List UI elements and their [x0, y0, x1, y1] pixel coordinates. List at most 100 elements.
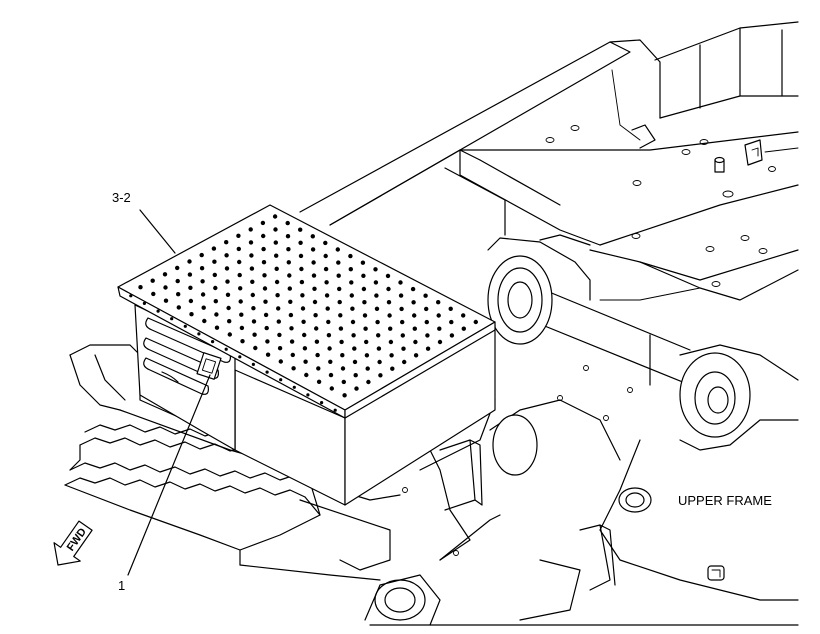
upper-frame-label: UPPER FRAME	[678, 493, 772, 508]
lid-hole	[349, 293, 354, 298]
lid-hole	[361, 286, 367, 292]
lid-hole	[449, 333, 455, 338]
lid-hole	[300, 306, 306, 311]
lid-hole	[425, 333, 430, 338]
lid-hole	[275, 293, 280, 298]
lid-hole	[337, 299, 342, 305]
lip-hole	[170, 317, 174, 321]
lid-hole	[328, 359, 333, 364]
lid-hole	[310, 247, 316, 252]
lid-hole	[225, 292, 231, 297]
lid-hole	[200, 279, 205, 284]
lid-hole	[239, 312, 244, 317]
lid-hole	[248, 240, 254, 245]
lid-hole	[312, 286, 317, 291]
lid-hole	[377, 359, 382, 365]
lid-hole	[437, 339, 443, 345]
lid-hole	[263, 312, 269, 318]
lip-hole	[142, 301, 146, 305]
lid-hole	[304, 372, 309, 378]
lid-hole	[264, 325, 269, 331]
lid-hole	[436, 313, 441, 318]
lid-hole	[276, 306, 281, 311]
lid-hole	[265, 339, 270, 344]
lid-hole	[285, 220, 290, 226]
lid-hole	[251, 306, 256, 311]
lid-hole	[274, 266, 279, 271]
lid-hole	[400, 333, 405, 338]
lid-hole	[239, 325, 245, 331]
lip-hole	[265, 370, 269, 374]
lid-hole	[399, 306, 404, 312]
lid-hole	[302, 346, 308, 351]
lid-hole	[373, 267, 378, 272]
lid-hole	[390, 366, 395, 371]
lid-hole	[410, 286, 416, 292]
lid-hole	[351, 333, 356, 338]
lid-hole	[412, 313, 417, 318]
lip-hole	[183, 324, 187, 328]
lid-hole	[328, 372, 334, 378]
lid-hole	[248, 227, 253, 232]
lid-hole	[214, 312, 219, 317]
lid-hole	[386, 286, 391, 292]
lid-hole	[350, 319, 356, 325]
lid-hole	[354, 386, 359, 391]
lid-hole	[236, 246, 241, 252]
lid-hole	[388, 339, 394, 345]
lid-hole	[176, 292, 181, 297]
lid-hole	[389, 353, 394, 358]
lid-hole	[310, 234, 315, 239]
lid-hole	[376, 333, 381, 338]
lid-hole	[374, 306, 380, 311]
lid-hole	[348, 267, 353, 272]
lid-hole	[363, 326, 368, 331]
lid-hole	[335, 247, 340, 252]
lid-hole	[277, 346, 283, 351]
lid-hole	[251, 319, 257, 324]
lid-hole	[340, 366, 346, 371]
lip-hole	[224, 347, 228, 351]
lid-hole	[326, 333, 332, 338]
lid-hole	[325, 306, 330, 311]
lid-hole	[249, 266, 255, 271]
lid-hole	[385, 273, 391, 279]
lip-hole	[292, 385, 296, 389]
lid-hole	[265, 352, 271, 357]
lid-hole	[362, 300, 367, 305]
lid-hole	[289, 326, 294, 331]
lid-hole	[227, 332, 232, 337]
lid-hole	[342, 393, 347, 398]
lid-hole	[176, 305, 181, 310]
lid-hole	[236, 233, 241, 238]
lip-hole	[320, 401, 324, 405]
lid-hole	[314, 339, 320, 344]
lid-hole	[224, 253, 229, 258]
lid-hole	[437, 326, 442, 331]
lip-hole	[197, 332, 201, 336]
lid-hole	[298, 240, 303, 245]
upper-frame-structure	[299, 21, 799, 301]
lid-hole	[238, 286, 243, 291]
leader-line-3-2	[139, 209, 176, 254]
lid-hole	[288, 312, 294, 318]
lid-hole	[162, 272, 168, 277]
lip-hole	[333, 408, 337, 412]
lid-hole	[341, 379, 346, 385]
lid-hole	[312, 299, 318, 305]
lid-hole	[323, 240, 328, 246]
lid-hole	[138, 285, 143, 290]
lid-perforations	[138, 214, 478, 398]
lid-hole	[362, 313, 368, 318]
lid-hole	[301, 319, 306, 324]
lid-hole	[200, 292, 206, 297]
lid-hole	[224, 240, 229, 245]
lid-hole	[378, 373, 383, 378]
lid-hole	[250, 292, 255, 298]
lid-hole	[324, 293, 330, 298]
lid-hole	[249, 253, 254, 258]
lid-hole	[261, 246, 266, 252]
lid-hole	[424, 306, 429, 312]
lid-hole	[262, 273, 267, 278]
